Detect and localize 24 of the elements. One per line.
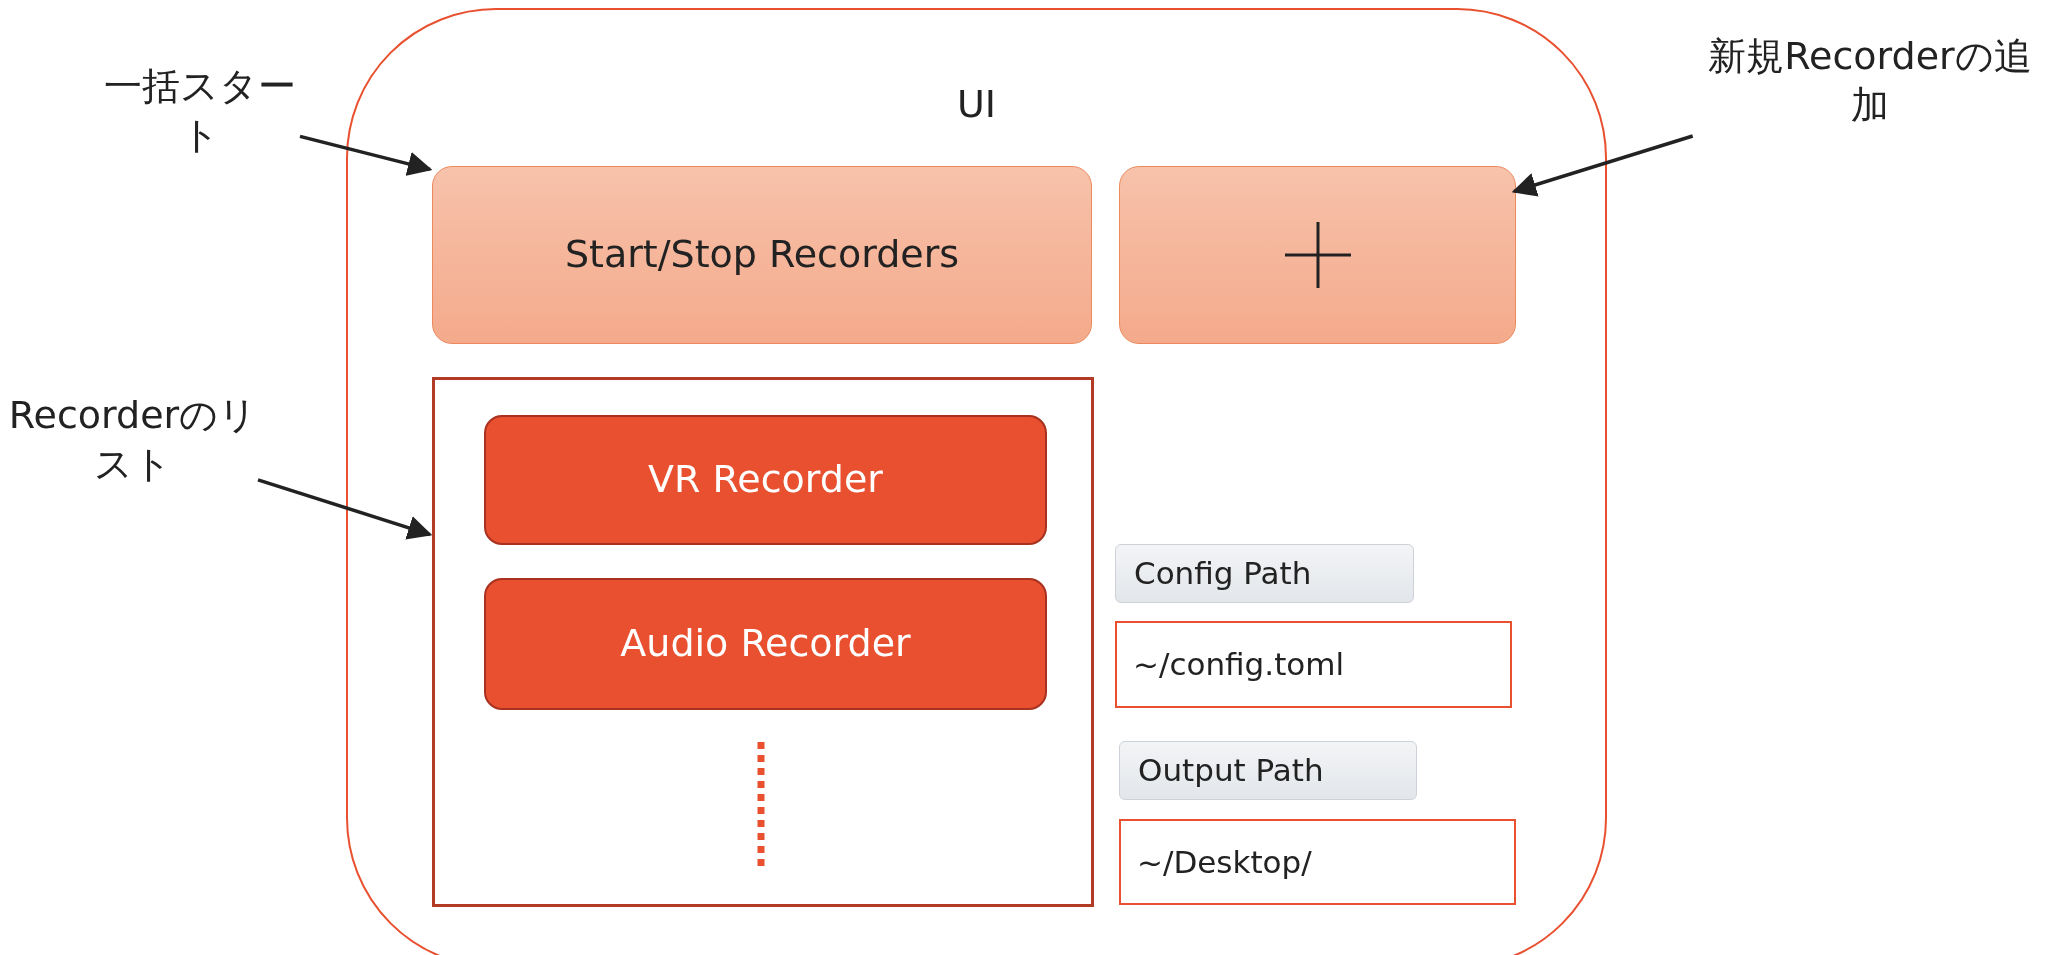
recorder-button xyxy=(484,415,1047,545)
path-field xyxy=(1119,819,1516,905)
label-text: Audio Recorder xyxy=(620,620,911,668)
label-text: 新規Recorderの追加 xyxy=(1707,32,2033,129)
arrow xyxy=(257,478,433,540)
panel-title: UI xyxy=(957,81,996,128)
list-panel xyxy=(432,377,1094,907)
path-field xyxy=(1115,621,1512,708)
label-text: Config Path xyxy=(1134,554,1312,594)
label-text: ~/Desktop/ xyxy=(1137,842,1312,882)
path-label xyxy=(1119,741,1417,800)
button-panel xyxy=(1119,166,1516,344)
ui-panel xyxy=(346,8,1607,955)
arrow xyxy=(299,134,433,176)
label-text: 一括スタート xyxy=(103,62,297,159)
recorder-button xyxy=(484,578,1047,710)
button-panel xyxy=(432,166,1092,344)
label-text: Output Path xyxy=(1138,751,1324,791)
path-label xyxy=(1115,544,1414,603)
label-text: Recorderのリスト xyxy=(8,391,258,488)
arrow xyxy=(1511,134,1694,197)
label-text: VR Recorder xyxy=(648,456,883,504)
label-text: ~/config.toml xyxy=(1133,645,1345,685)
label-text: Start/Stop Recorders xyxy=(564,231,960,279)
